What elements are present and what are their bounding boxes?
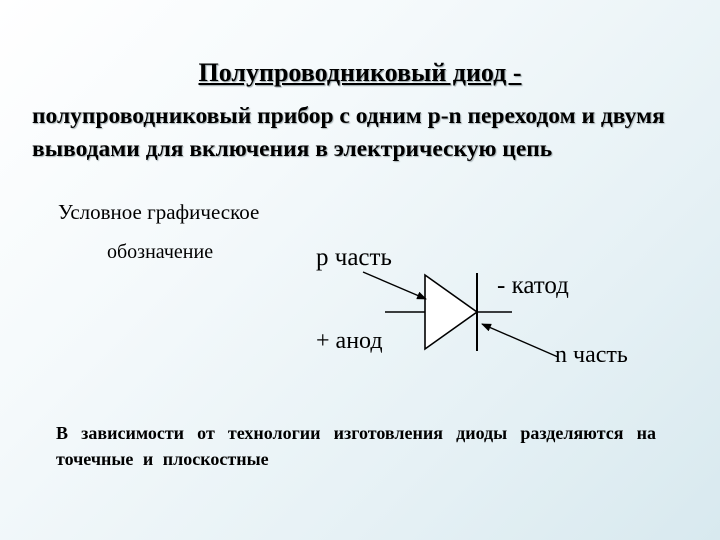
slide-title: Полупроводниковый диод - [198, 58, 522, 87]
symbol-caption-line1: Условное графическое [58, 200, 260, 224]
n-part-label: n часть [555, 342, 628, 368]
p-part-label: p часть [316, 244, 392, 271]
conclusion-text: В зависимости от технологии изготовления… [56, 423, 656, 469]
diode-triangle-anode [424, 273, 479, 351]
anode-label: + анод [316, 328, 383, 354]
symbol-caption-line2: обозначение [107, 241, 214, 263]
cathode-label: - катод [497, 272, 569, 299]
p-part-arrow [362, 271, 427, 300]
definition-text: полупроводниковый прибор с одним p-n пер… [32, 103, 665, 162]
n-part-arrow [481, 323, 559, 358]
